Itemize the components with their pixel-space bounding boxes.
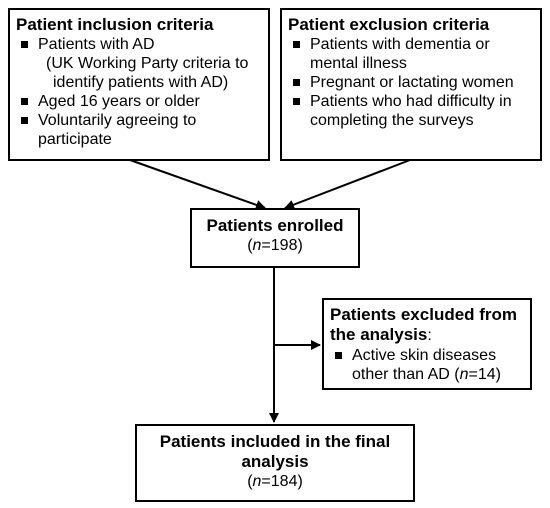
inclusion-item: Aged 16 years or older [16,92,262,111]
final-title-line-2: analysis [241,452,309,471]
inclusion-note-line-1: (UK Working Party criteria to [46,55,249,72]
excluded-item: Active skin diseases other than AD (n=14… [330,346,522,384]
excluded-title-suffix: : [427,327,432,344]
exclusion-title: Patient exclusion criteria [288,15,490,34]
enrolled-title: Patients enrolled [206,216,344,235]
excluded-item-n: n [459,366,469,383]
inclusion-item: Patients with AD [16,35,262,54]
exclusion-list: Patients with dementia or mental illness… [288,35,534,130]
final-analysis-box: Patients included in the final analysis … [135,424,415,502]
inclusion-list-cont: Aged 16 years or older Voluntarily agree… [16,92,262,149]
enrolled-n-label: n [252,237,262,254]
inclusion-title: Patient inclusion criteria [16,15,214,34]
enrolled-box: Patients enrolled (n=198) [190,208,360,268]
excluded-item-text: Active skin diseases other than AD ( [352,347,497,383]
arrow-exclusion-to-enrolled [284,159,411,210]
exclusion-item: Patients who had difficulty in completin… [288,92,535,130]
exclusion-item: Pregnant or lactating women [288,73,534,92]
inclusion-list: Patients with AD [16,35,262,54]
inclusion-item: Voluntarily agreeing to participate [16,111,238,149]
final-n-label: n [252,473,262,490]
excluded-title-line-2: the analysis [330,325,428,344]
final-title-line-1: Patients included in the final [159,432,391,451]
excluded-title-line-1: Patients excluded from [330,305,518,324]
excluded-box: Patients excluded from the analysis: Act… [322,298,532,390]
final-count: (n=184) [247,473,303,490]
excluded-title-line-2-wrap: the analysis: [330,325,524,346]
enrolled-count: (n=198) [247,237,303,254]
excluded-list: Active skin diseases other than AD (n=14… [330,346,524,384]
exclusion-criteria-box: Patient exclusion criteria Patients with… [280,8,542,161]
arrow-inclusion-to-enrolled [129,159,266,210]
inclusion-criteria-box: Patient inclusion criteria Patients with… [8,8,270,161]
final-n-value: =184 [261,473,298,490]
enrolled-n-value: =198 [261,237,298,254]
inclusion-note-line-2: identify patients with AD) [53,74,229,91]
exclusion-item: Patients with dementia or mental illness [288,35,510,73]
excluded-item-value: =14) [468,366,501,383]
